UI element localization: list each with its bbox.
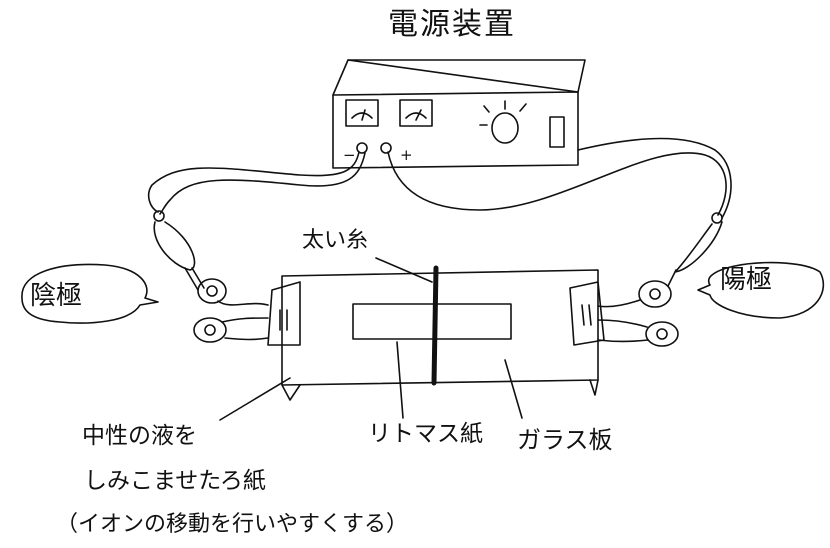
thick-thread: [431, 265, 439, 386]
minus-sign: −: [343, 146, 356, 164]
cathode-label: 陰極: [30, 281, 83, 311]
ammeter-left: [345, 99, 379, 127]
litmus-paper-strip: [352, 303, 512, 340]
diagram-title: 電源装置: [388, 7, 516, 42]
anode-label: 陽極: [720, 265, 773, 295]
power-switch: [549, 116, 565, 148]
negative-terminal: [356, 142, 368, 154]
cathode-bubble: [21, 263, 159, 324]
anode-clip: [597, 280, 679, 347]
right-wire: [387, 151, 727, 216]
left-filter-paper: [267, 281, 301, 346]
filter-paper-label-2: しみこませたろ紙: [84, 468, 266, 494]
voltmeter-right: [399, 99, 433, 127]
right-filter-paper: [569, 281, 605, 346]
glass-plate: [281, 269, 599, 401]
power-supply: [332, 59, 586, 169]
thick-thread-label: 太い糸: [302, 228, 369, 253]
filter-paper-label-1: 中性の液を: [82, 423, 197, 449]
plus-sign: +: [400, 146, 413, 164]
positive-terminal: [380, 142, 392, 154]
left-wire: [147, 151, 360, 213]
glass-plate-label: ガラス板: [517, 426, 613, 454]
filter-paper-note: （イオンの移動を行いやすくする）: [56, 512, 409, 537]
litmus-paper-label: リトマス紙: [368, 421, 483, 447]
anode-bubble: [697, 261, 825, 319]
power-knob: [479, 100, 527, 144]
cathode-clip: [193, 278, 269, 343]
